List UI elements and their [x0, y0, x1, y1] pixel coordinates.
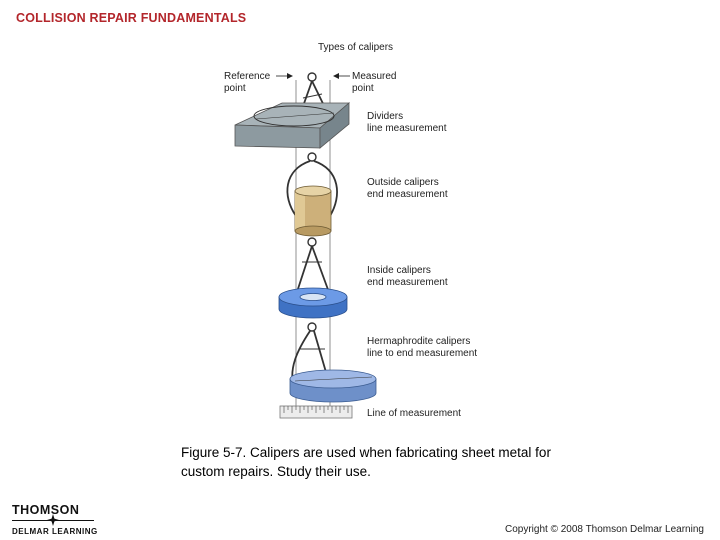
slide-header-title: COLLISION REPAIR FUNDAMENTALS — [16, 11, 247, 25]
dividers-plate — [234, 102, 351, 149]
reference-point-arrow — [276, 73, 293, 79]
label-inside-calipers: Inside calipers end measurement — [367, 265, 448, 288]
thomson-logo: THOMSON DELMAR LEARNING — [12, 503, 98, 536]
figure-title: Types of calipers — [318, 42, 394, 53]
logo-brand: THOMSON — [12, 503, 80, 517]
copyright-notice: Copyright © 2008 Thomson Delmar Learning — [505, 524, 704, 535]
label-hermaphrodite-calipers: Hermaphrodite calipers line to end measu… — [367, 336, 478, 359]
label-outside-calipers: Outside calipers end measurement — [367, 177, 448, 200]
label-line-of-measurement: Line of measurement — [367, 408, 461, 419]
label-measured-point: Measured point — [352, 71, 397, 94]
logo-rule — [12, 514, 94, 526]
label-reference-point: Reference point — [224, 71, 271, 94]
logo-subtitle: DELMAR LEARNING — [12, 527, 98, 536]
figure-caption: Figure 5-7. Calipers are used when fabri… — [181, 445, 551, 479]
label-dividers: Dividers line measurement — [367, 111, 447, 134]
star-icon — [47, 514, 59, 526]
inside-calipers-ring — [278, 287, 348, 319]
hermaphrodite-disc — [289, 369, 377, 403]
inside-calipers-tool — [295, 237, 331, 296]
ruler — [279, 405, 353, 419]
outside-calipers-cylinder — [294, 185, 332, 237]
outside-calipers-tool — [286, 152, 338, 217]
measured-point-arrow — [333, 73, 350, 79]
